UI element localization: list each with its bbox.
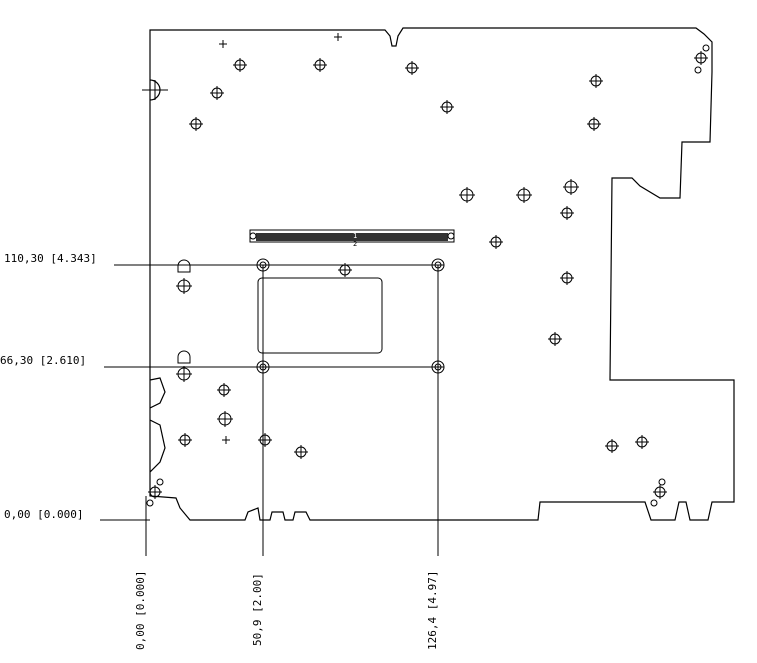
- via-mark: [548, 332, 562, 346]
- via-mark: [694, 51, 708, 65]
- via-mark: [459, 187, 475, 203]
- connector-pin-mark: 2: [353, 240, 357, 248]
- via-mark: [589, 74, 603, 88]
- via-mark: [148, 485, 162, 499]
- via-mark: [405, 61, 419, 75]
- via-mark: [176, 366, 192, 382]
- d-hole-marker: [177, 259, 191, 273]
- via-mark: [489, 235, 503, 249]
- via-mark: [189, 117, 203, 131]
- connector-pins: [256, 233, 448, 241]
- corner-hole: [694, 66, 702, 74]
- corner-hole: [702, 44, 710, 52]
- dim-label-x-126: 126,4 [4.97]: [426, 571, 439, 650]
- d-hole-marker: [177, 350, 191, 364]
- via-mark: [560, 271, 574, 285]
- dim-label-x-50: 50,9 [2.00]: [251, 573, 264, 646]
- via-mark: [560, 206, 574, 220]
- shield-area: [257, 277, 383, 354]
- dim-label-y-110: 110,30 [4.343]: [4, 252, 97, 265]
- via-mark: [233, 58, 247, 72]
- via-mark: [653, 485, 667, 499]
- edge-connector: 1 2: [249, 229, 455, 248]
- via-mark: [217, 411, 233, 427]
- via-mark: [217, 383, 231, 397]
- connector-end-right: [447, 232, 455, 240]
- via-mark: [176, 278, 192, 294]
- corner-hole: [156, 478, 164, 486]
- corner-hole: [658, 478, 666, 486]
- corner-hole: [146, 499, 154, 507]
- dim-label-y-66: 66,30 [2.610]: [0, 354, 86, 367]
- via-marks: [148, 33, 708, 499]
- corner-hole: [650, 499, 658, 507]
- connector-end-left: [249, 232, 257, 240]
- via-mark: [334, 33, 342, 41]
- board-outline: [149, 27, 735, 521]
- via-mark: [258, 433, 272, 447]
- connector-marker: 1: [353, 232, 357, 240]
- dim-label-x-0: 0,00 [0.000]: [134, 571, 147, 650]
- via-mark: [440, 100, 454, 114]
- via-mark: [516, 187, 532, 203]
- via-mark: [338, 263, 352, 277]
- via-mark: [178, 433, 192, 447]
- via-mark: [210, 86, 224, 100]
- via-mark: [587, 117, 601, 131]
- via-mark: [222, 436, 230, 444]
- via-mark: [219, 40, 227, 48]
- via-mark: [294, 445, 308, 459]
- via-mark: [635, 435, 649, 449]
- via-mark: [563, 179, 579, 195]
- via-mark: [313, 58, 327, 72]
- via-mark: [605, 439, 619, 453]
- dim-label-y-0: 0,00 [0.000]: [4, 508, 83, 521]
